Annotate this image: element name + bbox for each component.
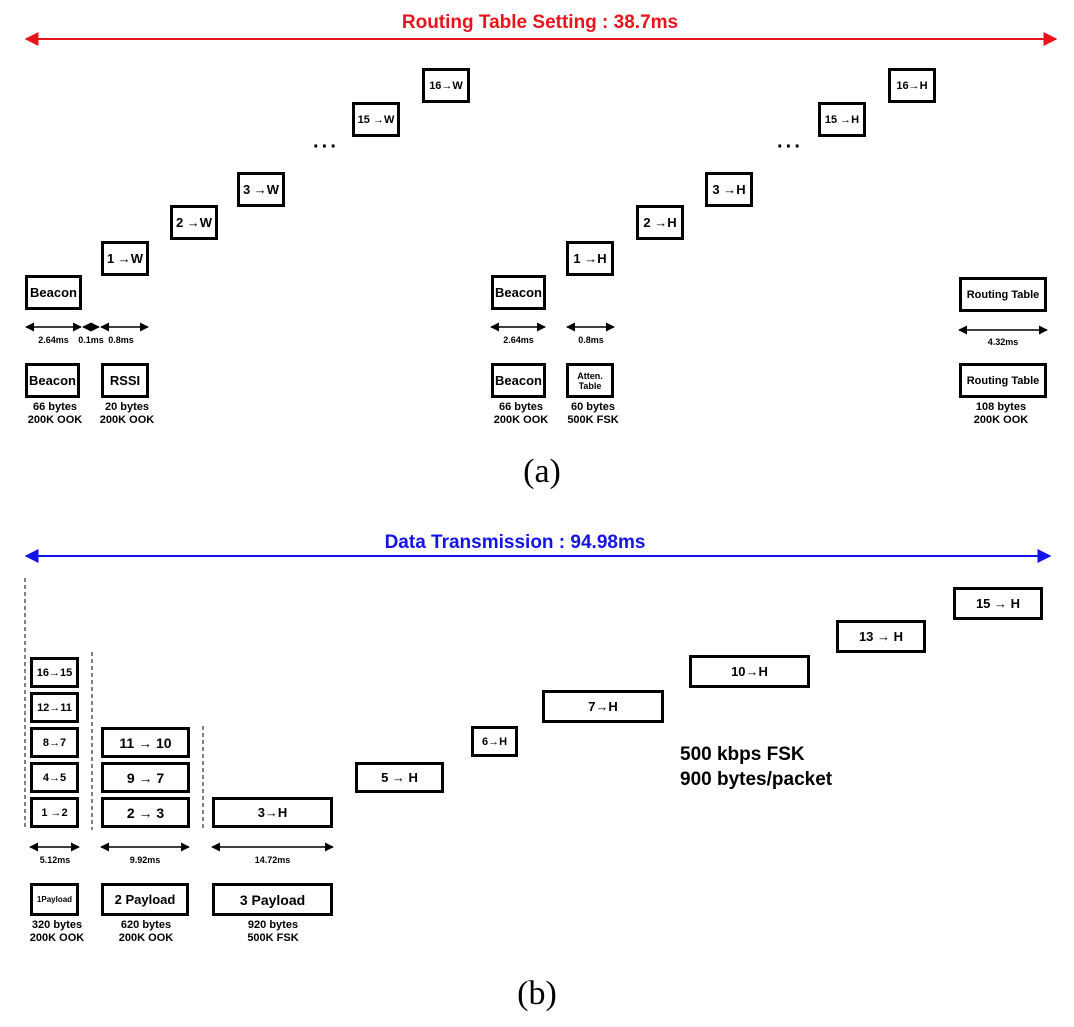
relay-packet: 3→H <box>212 797 333 828</box>
routing-table-packet: Routing Table <box>959 277 1047 312</box>
relay-packet: 12→11 <box>30 692 79 723</box>
duration-label: 9.92ms <box>129 855 161 865</box>
packet-to-h: 6→H <box>471 726 518 757</box>
packet-to-h: 10→H <box>689 655 810 688</box>
beacon-legend-box: Beacon <box>491 363 546 398</box>
payload-caption: 920 bytes 500K FSK <box>247 919 299 944</box>
payload-legend-box: 1Payload <box>30 883 79 916</box>
relay-packet: 16→15 <box>30 657 79 688</box>
packet-to-h: 13 → H <box>836 620 926 653</box>
relay-packet: 1 →2 <box>30 797 79 828</box>
rate-note-line2: 900 bytes/packet <box>680 769 833 790</box>
packet-2-to-h: 2 →H <box>636 205 684 240</box>
beacon-caption: 66 bytes 200K OOK <box>493 401 549 426</box>
packet-to-h: 7→H <box>542 690 664 723</box>
packet-1-to-w: 1 →W <box>101 241 149 276</box>
rate-note-line1: 500 kbps FSK <box>680 744 805 765</box>
duration-label: 0.1ms <box>78 335 104 345</box>
duration-label: 0.8ms <box>578 335 604 345</box>
packet-to-h: 15 → H <box>953 587 1043 620</box>
packet-3-to-h: 3 →H <box>705 172 753 207</box>
beacon-packet: Beacon <box>25 275 82 310</box>
duration-label: 5.12ms <box>39 855 71 865</box>
duration-label: 2.64ms <box>503 335 534 345</box>
rssi-legend-box: RSSI <box>101 363 149 398</box>
ellipsis: ··· <box>777 136 803 158</box>
data-transmission-title: Data Transmission : 94.98ms <box>384 532 646 553</box>
relay-packet: 8→7 <box>30 727 79 758</box>
payload-legend-box: 3 Payload <box>212 883 333 916</box>
relay-packet: 4→5 <box>30 762 79 793</box>
routing-table-caption: 108 bytes 200K OOK <box>973 401 1029 426</box>
relay-packet: 11 → 10 <box>101 727 190 758</box>
panel-label-b: (b) <box>517 975 557 1012</box>
packet-16-to-h: 16→H <box>888 68 936 103</box>
ellipsis: ··· <box>313 136 339 158</box>
atten-caption: 60 bytes 500K FSK <box>567 401 619 426</box>
packet-1-to-h: 1 →H <box>566 241 614 276</box>
routing-table-title: Routing Table Setting : 38.7ms <box>401 12 679 33</box>
beacon-packet: Beacon <box>491 275 546 310</box>
packet-15-to-h: 15 →H <box>818 102 866 137</box>
duration-label: 4.32ms <box>987 337 1019 347</box>
packet-2-to-w: 2 →W <box>170 205 218 240</box>
duration-label: 14.72ms <box>254 855 291 865</box>
relay-packet: 2 → 3 <box>101 797 190 828</box>
payload-caption: 320 bytes 200K OOK <box>29 919 85 944</box>
packet-3-to-w: 3 →W <box>237 172 285 207</box>
routing-table-legend-box: Routing Table <box>959 363 1047 398</box>
relay-packet: 9 → 7 <box>101 762 190 793</box>
duration-label: 0.8ms <box>108 335 134 345</box>
beacon-legend-box: Beacon <box>25 363 80 398</box>
panel-label-a: (a) <box>523 453 561 490</box>
rssi-caption: 20 bytes 200K OOK <box>99 401 155 426</box>
payload-caption: 620 bytes 200K OOK <box>118 919 174 944</box>
atten-table-legend-box: Atten. Table <box>566 363 614 398</box>
packet-16-to-w: 16→W <box>422 68 470 103</box>
payload-legend-box: 2 Payload <box>101 883 189 916</box>
packet-to-h: 5 → H <box>355 762 444 793</box>
packet-15-to-w: 15 →W <box>352 102 400 137</box>
duration-label: 2.64ms <box>38 335 69 345</box>
beacon-caption: 66 bytes 200K OOK <box>27 401 83 426</box>
